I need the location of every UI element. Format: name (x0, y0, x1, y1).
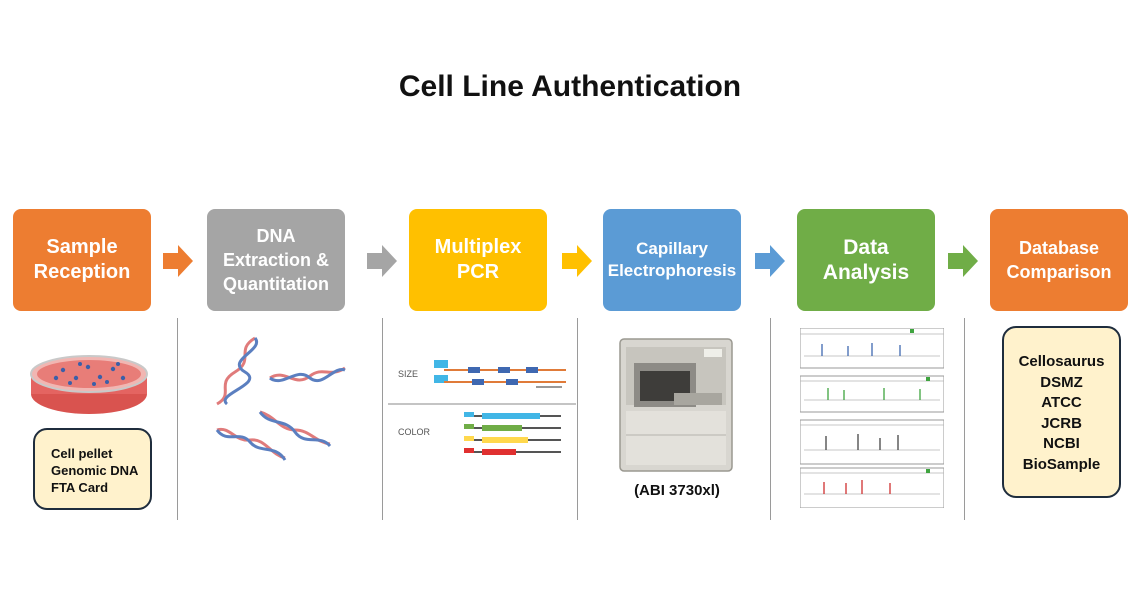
step-label: Multiplex PCR (434, 236, 522, 283)
step-label: Capillary Electrophoresis (607, 239, 737, 280)
color-label: COLOR (398, 427, 431, 437)
step-label: Database Comparison (1006, 238, 1112, 282)
page-title: Cell Line Authentication (398, 70, 742, 103)
step-multiplex-pcr: Multiplex PCR (409, 209, 547, 311)
sample-types-box: Cell pellet Genomic DNA FTA Card (33, 428, 152, 510)
divider (770, 318, 771, 520)
size-label: SIZE (398, 369, 418, 379)
database-list-box: Cellosaurus DSMZ ATCC JCRB NCBI BioSampl… (1002, 326, 1121, 498)
list-item: NCBI (1043, 435, 1080, 452)
step-dna-extraction: DNA Extraction & Quantitation (207, 209, 345, 311)
step-capillary-electrophoresis: Capillary Electrophoresis (603, 209, 741, 311)
list-item: BioSample (1022, 455, 1101, 473)
step-label: DNA Extraction & Quantitation (222, 226, 330, 294)
dna-helix-icon (215, 336, 346, 461)
step-sample-reception: Sample Reception (13, 209, 151, 311)
divider (382, 318, 383, 520)
arrow-right-icon (367, 245, 397, 277)
instrument-label: (ABI 3730xl) (634, 482, 720, 499)
step-label: Sample Reception (33, 236, 131, 283)
list-item: DSMZ (1040, 373, 1083, 391)
electropherogram-icon (800, 328, 944, 508)
step-database-comparison: Database Comparison (990, 209, 1128, 311)
arrow-right-icon (948, 245, 978, 277)
step-label: Data Analysis (822, 236, 910, 284)
list-item: ATCC (1041, 394, 1082, 411)
divider (177, 318, 178, 520)
list-item: FTA Card (51, 480, 109, 495)
list-item: Cellosaurus (1018, 353, 1105, 370)
list-item: JCRB (1041, 414, 1082, 432)
step-data-analysis: Data Analysis (797, 209, 935, 311)
arrow-right-icon (755, 245, 785, 277)
arrow-right-icon (163, 245, 193, 277)
pcr-schematic-icon: SIZE COLOR (388, 360, 576, 455)
divider (577, 318, 578, 520)
list-item: Cell pellet (51, 446, 113, 461)
arrow-right-icon (562, 245, 592, 277)
divider (964, 318, 965, 520)
petri-dish-icon (30, 355, 148, 414)
list-item: Genomic DNA (51, 463, 139, 478)
sequencer-instrument-icon (619, 338, 733, 472)
